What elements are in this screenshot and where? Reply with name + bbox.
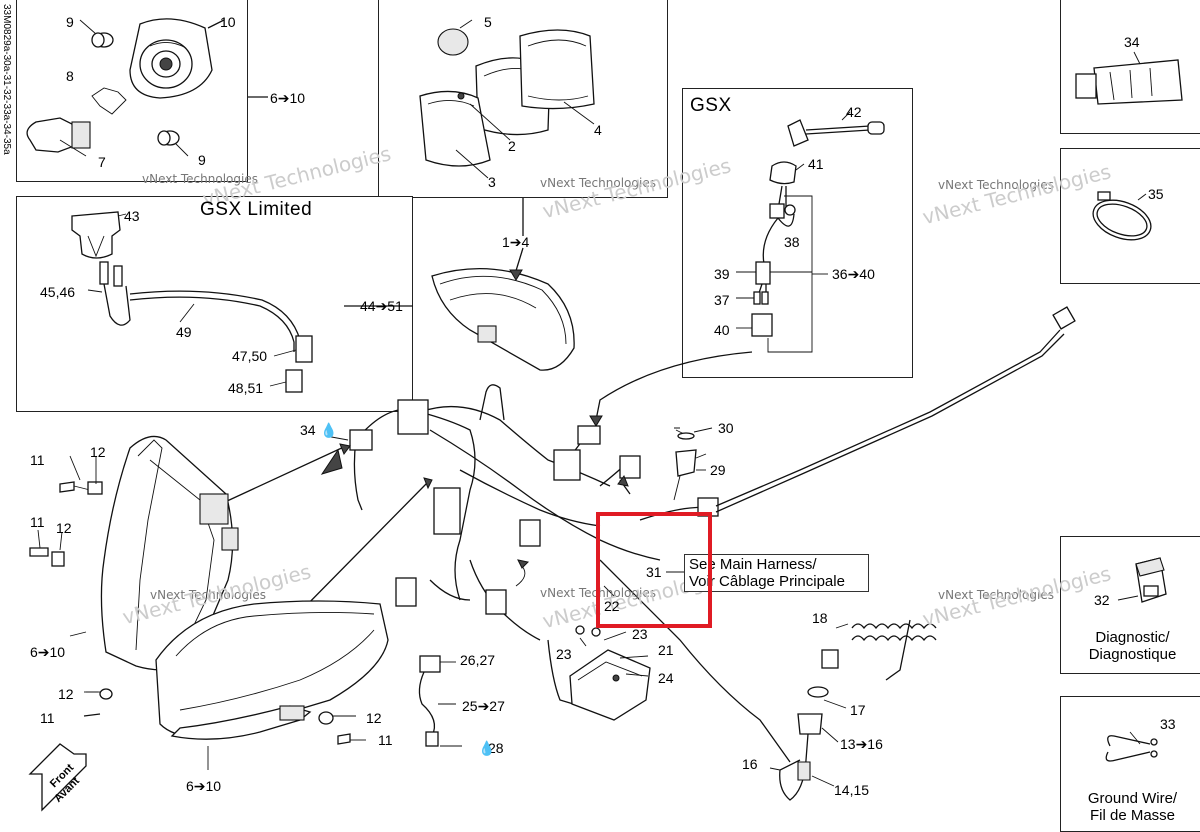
main-harness-art bbox=[211, 306, 1076, 763]
fluid-drop-icon: 💧 bbox=[320, 422, 338, 438]
callout: 34 bbox=[1124, 34, 1140, 50]
fluid-drop-icon: 💧 bbox=[478, 740, 496, 756]
callout: 5 bbox=[484, 14, 492, 30]
callout: 48,51 bbox=[228, 380, 264, 396]
diagnostic-connector-art bbox=[1117, 557, 1167, 603]
diagnostic-caption-line2: Diagnostique bbox=[1088, 646, 1177, 663]
callout: 17 bbox=[850, 702, 866, 718]
sensor-and-module-art bbox=[418, 625, 651, 747]
ground-wire-box bbox=[1060, 696, 1200, 832]
callout: 10 bbox=[220, 14, 236, 30]
callout: 40 bbox=[714, 322, 730, 338]
gsx-title: GSX bbox=[690, 95, 732, 116]
gsx-limited-title: GSX Limited bbox=[200, 199, 313, 220]
callout: 28 bbox=[488, 740, 504, 756]
callout: 3 bbox=[488, 174, 496, 190]
callout: 23 bbox=[632, 626, 648, 642]
callout: 30 bbox=[718, 420, 734, 436]
grease-tube-art bbox=[1075, 51, 1183, 105]
callout: 44➔51 bbox=[360, 298, 403, 314]
callout: 26,27 bbox=[460, 652, 496, 668]
callout: 12 bbox=[366, 710, 382, 726]
callout: 23 bbox=[556, 646, 572, 662]
instrument-cluster-art bbox=[431, 247, 575, 371]
callout: 36➔40 bbox=[832, 266, 875, 282]
callout: 1➔4 bbox=[502, 234, 530, 250]
callout: 11 bbox=[378, 732, 393, 748]
switch-art bbox=[673, 427, 713, 501]
ground-wire-caption-line2: Fil de Masse bbox=[1089, 807, 1176, 824]
callout: 35 bbox=[1148, 186, 1164, 202]
callout: 13➔16 bbox=[840, 736, 883, 752]
watermark: vNext Technologies bbox=[142, 172, 258, 186]
callout: 25➔27 bbox=[462, 698, 505, 714]
ground-wire-caption-line1: Ground Wire/ bbox=[1087, 790, 1178, 807]
main-harness-note: See Main Harness/ Voir Câblage Principal… bbox=[684, 554, 869, 592]
callout: 11 bbox=[40, 710, 55, 726]
callout: 39 bbox=[714, 266, 730, 282]
watermark: vNext Technologies bbox=[938, 588, 1054, 602]
callout: 12 bbox=[56, 520, 72, 536]
gauge-art bbox=[419, 19, 595, 236]
callout: 49 bbox=[176, 324, 192, 340]
clamp-box bbox=[1060, 148, 1200, 284]
front-arrow-art bbox=[28, 743, 87, 812]
callout: 12 bbox=[90, 444, 106, 460]
callout: 38 bbox=[784, 234, 800, 250]
callout: 29 bbox=[710, 462, 726, 478]
watermark: vNext Technologies bbox=[150, 588, 266, 602]
gsx-limited-art bbox=[71, 211, 413, 393]
callout: 45,46 bbox=[40, 284, 76, 300]
highlight-box bbox=[596, 512, 712, 628]
callout: 34 bbox=[300, 422, 316, 438]
ground-wire-art bbox=[1105, 731, 1158, 762]
diagnostic-caption-line1: Diagnostic/ bbox=[1095, 629, 1170, 646]
watermark: vNext Technologies bbox=[540, 176, 656, 190]
callout: 43 bbox=[124, 208, 140, 224]
callout: 2 bbox=[508, 138, 516, 154]
diagnostic-box bbox=[1060, 536, 1200, 674]
callout: 42 bbox=[846, 104, 862, 120]
callout: 41 bbox=[808, 156, 824, 172]
callout: 9 bbox=[198, 152, 206, 168]
watermark: vNext Technologies bbox=[938, 178, 1054, 192]
callout: 22 bbox=[604, 598, 620, 614]
callout: 32 bbox=[1094, 592, 1110, 608]
callout: 6➔10 bbox=[30, 644, 66, 660]
callout: 12 bbox=[58, 686, 74, 702]
callout: 14,15 bbox=[834, 782, 870, 798]
callout: 4 bbox=[594, 122, 602, 138]
main-harness-note-line1: See Main Harness/ bbox=[689, 556, 817, 573]
callout: 6➔10 bbox=[186, 778, 222, 794]
callout: 11 bbox=[30, 452, 45, 468]
callout: 11 bbox=[30, 514, 45, 530]
callout: 9 bbox=[66, 14, 74, 30]
gsx-harness-art bbox=[589, 111, 885, 427]
callout: 21 bbox=[658, 642, 674, 658]
main-harness-note-line2: Voir Câblage Principale bbox=[689, 573, 845, 590]
callout: 24 bbox=[658, 670, 674, 686]
callout: 18 bbox=[812, 610, 828, 626]
lamp-housing-art bbox=[29, 435, 389, 745]
callout: 7 bbox=[98, 154, 106, 170]
drawing-code: 33M0829a-30a-31-32-33a-34-35a bbox=[1, 4, 12, 155]
clamp-art bbox=[1092, 191, 1152, 241]
callout: 33 bbox=[1160, 716, 1176, 732]
callout: 6➔10 bbox=[270, 90, 306, 106]
callout: 16 bbox=[742, 756, 758, 772]
callout: 31 bbox=[646, 564, 662, 580]
tether-cord-art bbox=[769, 619, 937, 801]
bulb-socket-art bbox=[26, 18, 268, 157]
callout: 47,50 bbox=[232, 348, 268, 364]
callout: 37 bbox=[714, 292, 730, 308]
callout: 8 bbox=[66, 68, 74, 84]
leader-lines bbox=[37, 273, 828, 770]
